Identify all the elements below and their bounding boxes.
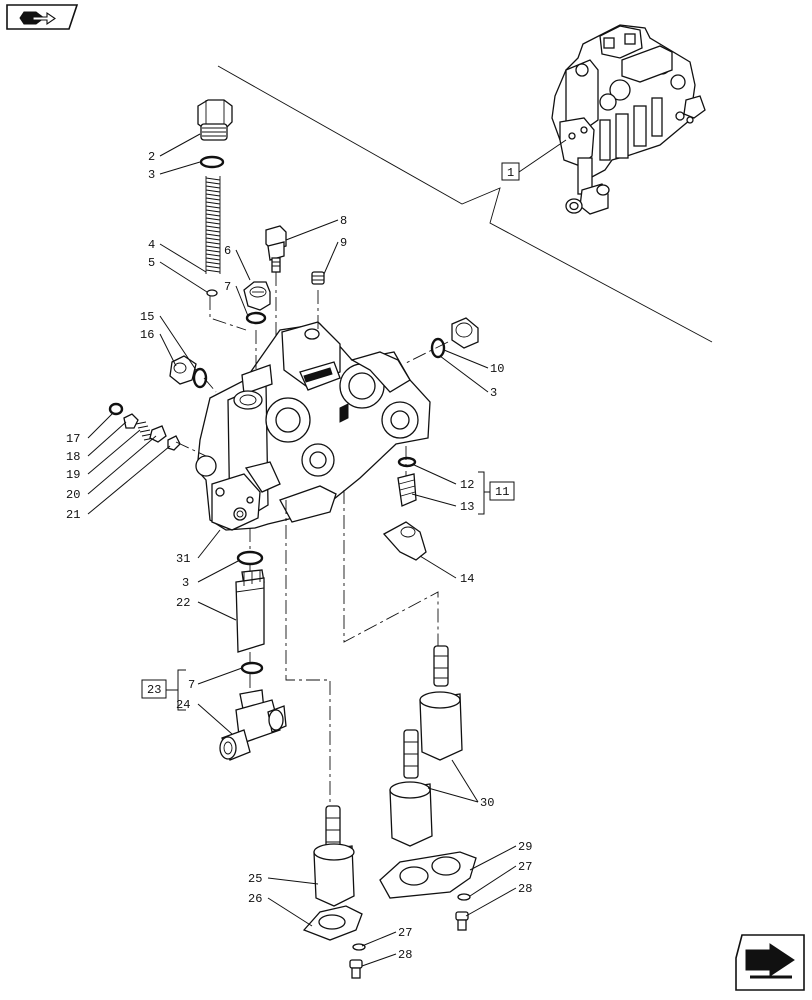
- part-17-o-ring: [108, 402, 124, 416]
- callout-23: 23: [147, 683, 161, 697]
- part-28-screw-bottom: [349, 959, 363, 979]
- part-29-gasket: [379, 851, 477, 899]
- callout-20: 20: [66, 488, 80, 502]
- callout-1: 1: [507, 166, 514, 180]
- part-27-washer-right: [457, 893, 471, 901]
- bracket-23: [166, 669, 186, 711]
- part-12-o-ring: [397, 456, 417, 468]
- callout-12: 12: [460, 478, 474, 492]
- part-30-solenoid-upper: [419, 645, 463, 761]
- callout-10: 10: [490, 362, 504, 376]
- leader-lines: [87, 133, 517, 967]
- callout-28: 28: [398, 948, 412, 962]
- callout-24: 24: [176, 698, 190, 712]
- callout-22: 22: [176, 596, 190, 610]
- callout-5: 5: [148, 256, 155, 270]
- part-5-washer: [206, 289, 218, 297]
- callout-18: 18: [66, 450, 80, 464]
- break-line: [217, 65, 713, 343]
- callout-31: 31: [176, 552, 190, 566]
- callout-box-11: [489, 481, 515, 501]
- part-19-spring: [135, 421, 155, 441]
- assembly-line-9: [285, 500, 331, 806]
- assembly-line-7: [175, 441, 207, 457]
- callout-25: 25: [248, 872, 262, 886]
- callout-4: 4: [148, 238, 155, 252]
- part-10-plug: [451, 317, 479, 349]
- assembly-line-6: [203, 377, 217, 393]
- part-18-fitting: [123, 413, 139, 429]
- part-27-washer-bottom: [352, 943, 366, 951]
- inset-valve-assembly: [551, 24, 706, 215]
- callout-30: 30: [480, 796, 494, 810]
- part-14-clamp: [382, 521, 427, 561]
- assembly-line-5: [403, 341, 449, 365]
- callout-29: 29: [518, 840, 532, 854]
- part-3-o-ring-lower: [236, 550, 264, 566]
- part-6-plug: [243, 281, 271, 311]
- callout-3: 3: [148, 168, 155, 182]
- part-30-solenoid-lower: [389, 729, 433, 847]
- part-2-plug: [197, 99, 233, 141]
- next-page-arrow-icon[interactable]: [735, 934, 805, 991]
- part-16-plug: [169, 355, 197, 385]
- callout-3: 3: [490, 386, 497, 400]
- part-7-o-ring-upper: [245, 311, 267, 325]
- part-3-o-ring-top: [199, 155, 225, 169]
- callout-box-23: [141, 679, 167, 699]
- callout-9: 9: [340, 236, 347, 250]
- part-26-gasket: [302, 905, 363, 941]
- callout-17: 17: [66, 432, 80, 446]
- callout-11: 11: [495, 485, 509, 499]
- book-arrow-icon[interactable]: [6, 4, 79, 30]
- callout-7: 7: [188, 678, 195, 692]
- callout-14: 14: [460, 572, 474, 586]
- callout-13: 13: [460, 500, 474, 514]
- callout-2: 2: [148, 150, 155, 164]
- callout-28: 28: [518, 882, 532, 896]
- assembly-line-10: [343, 490, 439, 646]
- part-21-plug: [167, 435, 181, 451]
- callout-8: 8: [340, 214, 347, 228]
- part-28-screw-right: [455, 911, 469, 931]
- callout-27: 27: [398, 926, 412, 940]
- part-4-spring: [205, 176, 221, 274]
- callout-19: 19: [66, 468, 80, 482]
- part-22-relief-valve: [235, 569, 265, 653]
- part-9-fitting: [311, 271, 325, 285]
- part-25-solenoid: [313, 805, 355, 907]
- callout-3: 3: [182, 576, 189, 590]
- main-valve-body: [195, 321, 431, 531]
- part-7-o-ring-lower: [240, 661, 264, 675]
- bracket-11: [478, 471, 490, 515]
- part-24-tee-fitting: [219, 689, 287, 761]
- callout-15: 15: [140, 310, 154, 324]
- callout-7: 7: [224, 280, 231, 294]
- callout-26: 26: [248, 892, 262, 906]
- part-13-cartridge: [397, 473, 417, 507]
- part-8-sensor: [265, 225, 287, 273]
- part-3-o-ring-right: [430, 337, 446, 359]
- callout-27: 27: [518, 860, 532, 874]
- callout-21: 21: [66, 508, 80, 522]
- part-15-o-ring: [192, 367, 208, 389]
- callout-6: 6: [224, 244, 231, 258]
- assembly-line-1: [209, 296, 247, 331]
- callout-16: 16: [140, 328, 154, 342]
